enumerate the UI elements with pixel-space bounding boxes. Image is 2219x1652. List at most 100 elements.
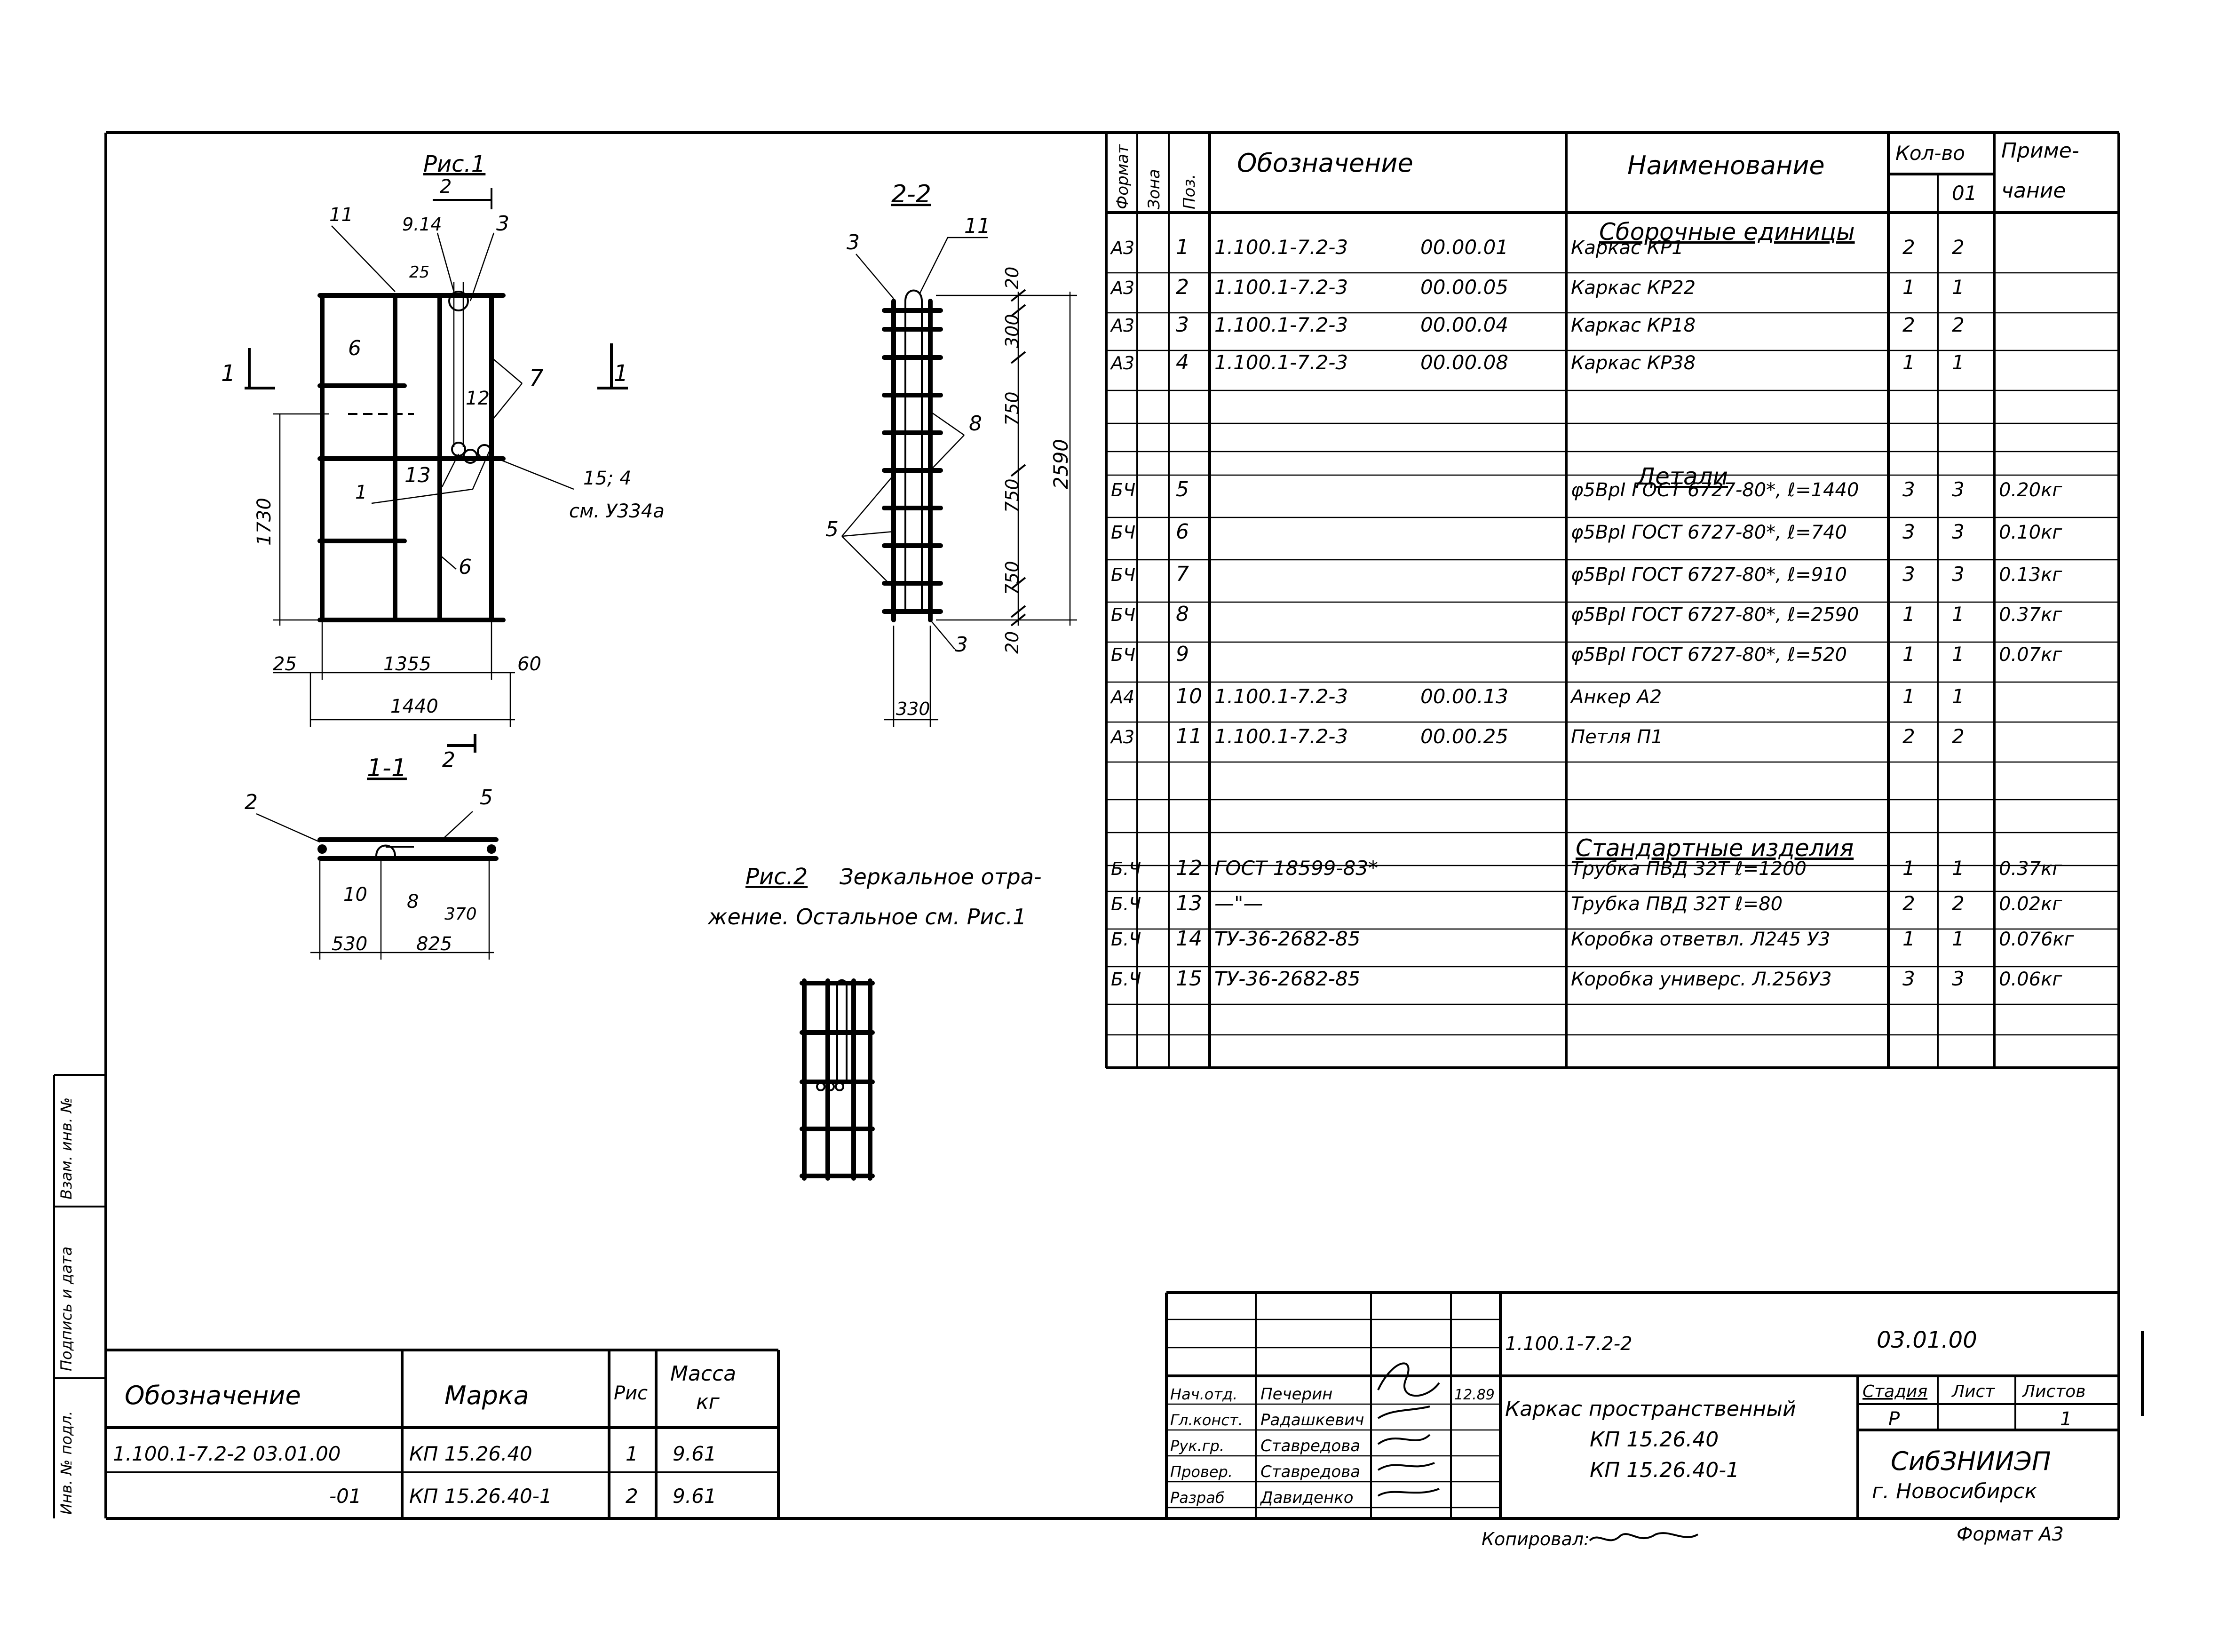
title-block-signatures <box>1377 1362 1440 1497</box>
mark-header-designation: Обозначение <box>125 1381 301 1410</box>
fig1-dim-row2-lines <box>309 673 515 727</box>
fig1-leader-11 <box>331 225 396 292</box>
sec22-dim-300: 300 <box>1002 314 1022 348</box>
spec-cell-q1: 1 <box>1952 276 1965 299</box>
spec-cell-name: Анкер А2 <box>1569 686 1662 708</box>
tb-product-3: КП 15.26.40-1 <box>1590 1458 1739 1482</box>
fig1-label-11: 11 <box>329 204 353 226</box>
spec-section-details: Детали <box>1636 463 1728 490</box>
sec22-rungs <box>882 308 943 614</box>
sec22-dim-750-a: 750 <box>1002 391 1022 426</box>
spec-cell-q: 3 <box>1902 478 1915 501</box>
tb-sheets: 1 <box>2060 1408 2072 1430</box>
fig1-label-9-14: 9.14 <box>402 214 442 235</box>
tb-role-date: 12.89 <box>1454 1387 1495 1403</box>
figure-2: Рис.2 Зеркальное отра- жение. Остальное … <box>707 864 1042 1181</box>
spec-cell-note: 0.076кг <box>1999 929 2075 950</box>
spec-cell-code: 00.00.05 <box>1420 276 1508 299</box>
tb-product-2: КП 15.26.40 <box>1590 1428 1719 1452</box>
spec-section-assemblies: Сборочные единицы <box>1599 218 1855 246</box>
sec11-label-370: 370 <box>444 905 477 924</box>
spec-cell-q: 3 <box>1902 520 1915 543</box>
sec11-anchor <box>375 844 414 857</box>
spec-cell-pos: 15 <box>1176 967 1202 991</box>
sec22-dim-20-bottom: 20 <box>1002 631 1022 654</box>
mark-row2-fig: 2 <box>626 1485 638 1508</box>
sec22-leader-11 <box>919 237 988 294</box>
sec22-dim-ticks <box>1010 289 1026 627</box>
spec-cell-designation: 1.100.1-7.2-3 <box>1214 313 1348 336</box>
sec11-title: 1-1 <box>367 754 407 782</box>
sec22-leader-3-bottom <box>930 620 955 650</box>
spec-cell-name: Петля П1 <box>1571 726 1663 748</box>
sec22-label-8: 8 <box>969 412 982 436</box>
spec-header-name: Наименование <box>1627 151 1825 180</box>
sec22-label-3-top: 3 <box>847 230 860 254</box>
spec-cell-format: А3 <box>1110 315 1134 336</box>
spec-cell-note: 0.06кг <box>1999 969 2062 990</box>
spec-header-designation: Обозначение <box>1237 148 1413 178</box>
sec11-leader-5 <box>442 811 473 840</box>
footer: Копировал: Формат А3 <box>1482 1331 2144 1549</box>
fig1-label-12: 12 <box>466 388 490 409</box>
fig1-cut-2-marker <box>433 188 492 209</box>
spec-header-zone: Зона <box>1145 169 1164 209</box>
tb-doc-num: 03.01.00 <box>1877 1327 1977 1353</box>
fig2-title: Рис.2 <box>745 864 808 890</box>
fig1-label-6-bottom: 6 <box>459 555 472 579</box>
spec-cell-q: 1 <box>1902 643 1915 666</box>
spec-cell-format: А3 <box>1110 238 1134 258</box>
spec-header-qty-variant: 01 <box>1952 182 1977 205</box>
mark-row1-mass: 9.61 <box>673 1442 717 1465</box>
spec-cell-q1: 1 <box>1952 857 1965 880</box>
spec-cell-pos: 5 <box>1176 477 1189 501</box>
spec-cell-name: Коробка ответвл. Л245 У3 <box>1571 929 1831 950</box>
sec22-dim-2590: 2590 <box>1049 439 1072 489</box>
side-stamp-inv-orig: Инв. № подл. <box>57 1411 75 1515</box>
fig1-note-ref: см. У334а <box>569 500 665 522</box>
fig1-cut-1-right-label: 1 <box>614 360 628 387</box>
spec-cell-name: Трубка ПВД 32Т ℓ=1200 <box>1571 858 1807 880</box>
sec11-cut-marker <box>447 734 476 753</box>
spec-cell-format: Б.Ч <box>1111 969 1141 990</box>
fig1-cut-2-label: 2 <box>440 176 452 198</box>
fig1-label-13: 13 <box>404 463 431 487</box>
spec-cell-code: 00.00.25 <box>1420 725 1508 748</box>
sec11-dim-825: 825 <box>416 933 452 955</box>
spec-cell-q: 1 <box>1902 857 1915 880</box>
tb-role-name: Ставредова <box>1260 1437 1360 1455</box>
fig1-leader-13 <box>441 453 460 487</box>
spec-cell-q1: 3 <box>1952 563 1965 586</box>
footer-copied: Копировал: <box>1482 1529 1590 1549</box>
section-1-1: 2 1-1 2 5 10 8 370 530 825 <box>245 734 499 960</box>
sec22-leader-8 <box>930 411 965 471</box>
spec-cell-pos: 14 <box>1176 927 1202 951</box>
fig1-leader-1 <box>371 451 490 504</box>
tb-role: Провер. <box>1170 1463 1233 1481</box>
tb-role: Нач.отд. <box>1170 1385 1237 1403</box>
spec-header-note-2: чание <box>2001 179 2066 203</box>
spec-cell-code: 00.00.08 <box>1420 351 1508 374</box>
spec-cell-designation: 1.100.1-7.2-3 <box>1214 685 1348 708</box>
tb-header-sheet: Лист <box>1951 1382 1995 1401</box>
spec-cell-q: 2 <box>1902 236 1915 259</box>
spec-cell-code: 00.00.04 <box>1420 313 1508 336</box>
footer-copied-signature <box>1589 1532 1699 1541</box>
sec22-dim-tick <box>1010 464 1026 477</box>
sec22-leader-5 <box>841 475 894 588</box>
spec-cell-name: Каркас КР22 <box>1571 277 1696 299</box>
mark-header-fig: Рис <box>614 1382 648 1404</box>
spec-section-standard: Стандартные изделия <box>1576 834 1854 862</box>
spec-cell-format: А3 <box>1110 278 1134 298</box>
spec-cell-q: 2 <box>1902 313 1915 336</box>
spec-cell-name: Каркас КР38 <box>1571 352 1696 374</box>
